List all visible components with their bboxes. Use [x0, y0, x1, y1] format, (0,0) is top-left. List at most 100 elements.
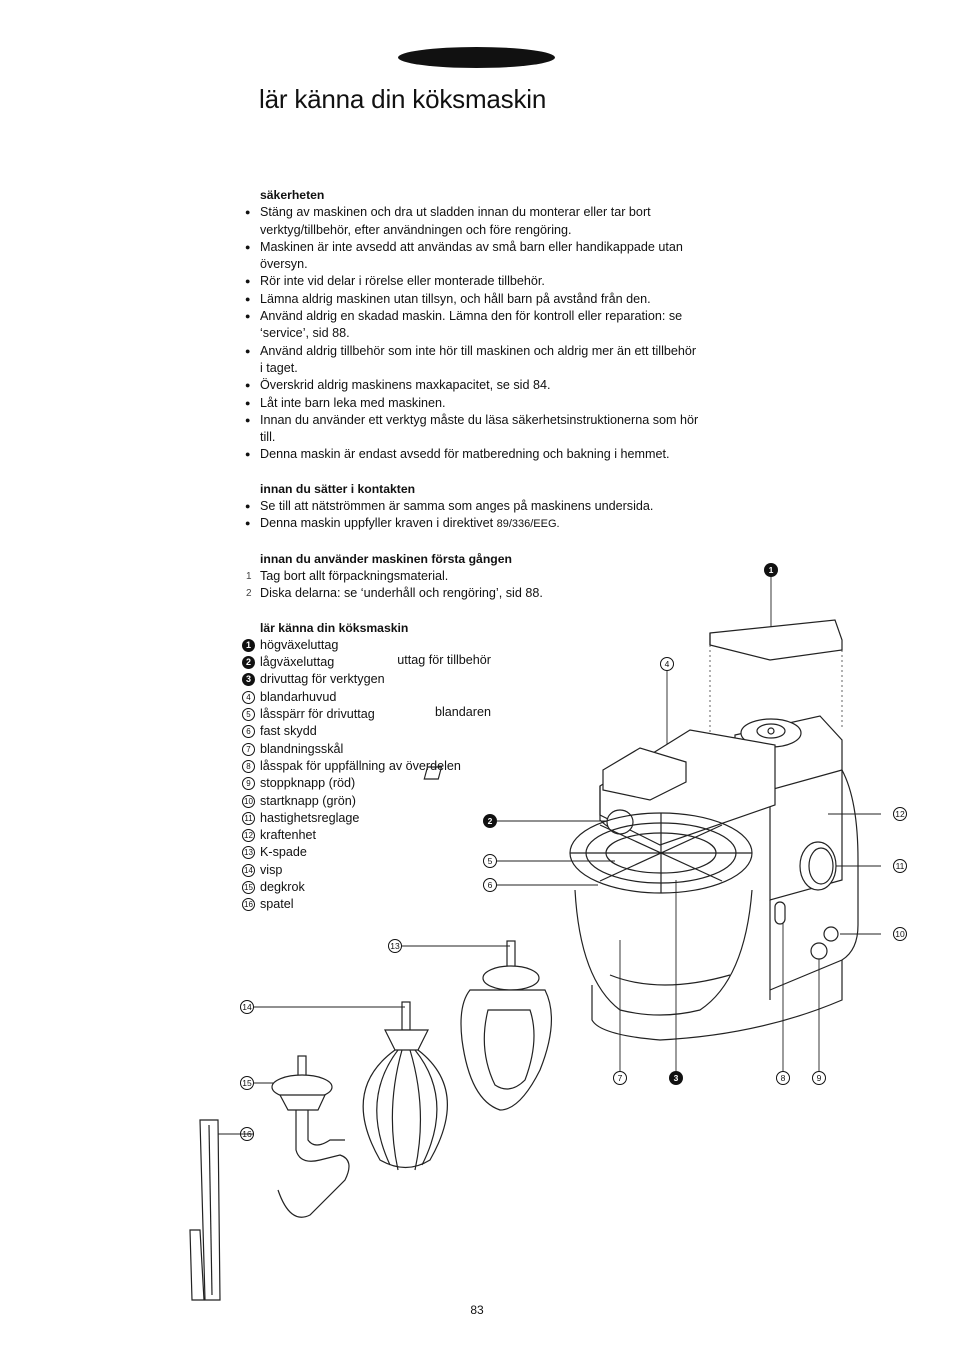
- outlet-cover: [709, 619, 843, 738]
- parts-list: 1 högväxeluttag 2 lågväxeluttag 3 drivuttag…: [242, 637, 700, 914]
- part-number-badge: 12: [242, 829, 255, 843]
- list-item: Använd aldrig en skadad maskin. Lämna de…: [245, 308, 700, 343]
- part-item: 3 drivuttag för verktygen: [242, 671, 700, 688]
- callout-9: 9: [812, 1071, 826, 1085]
- part-item: 7 blandningsskål: [242, 741, 700, 758]
- callout-15: 15: [240, 1076, 254, 1090]
- part-number-badge: 8: [242, 759, 255, 773]
- part-label: hastighetsreglage: [260, 810, 360, 825]
- part-label: degkrok: [260, 879, 305, 894]
- part-label: spatel: [260, 897, 294, 912]
- list-item: Denna maskin är endast avsedd för matber…: [245, 446, 700, 464]
- part-item: 8 låsspak för uppfällning av överdelen: [242, 758, 700, 775]
- k-beater: [460, 940, 552, 1111]
- callout-4: 4: [660, 657, 674, 671]
- callout-8: 8: [776, 1071, 790, 1085]
- callout-13: 13: [388, 939, 402, 953]
- part-item: 13 K-spade: [242, 844, 700, 861]
- list-item: Se till att nätströmmen är samma som ang…: [245, 498, 700, 516]
- list-item: Rör inte vid delar i rörelse eller monte…: [245, 273, 700, 291]
- part-number-badge: 1: [242, 638, 255, 652]
- part-number-badge: 11: [242, 811, 255, 825]
- step-text: Diska delarna: se ‘underhåll och rengöri…: [260, 586, 543, 601]
- step-text: Tag bort allt förpackningsmaterial.: [260, 568, 449, 583]
- part-number-badge: 5: [242, 708, 255, 722]
- callout-1: 1: [764, 563, 778, 577]
- part-item: 9 stoppknapp (röd): [242, 775, 700, 792]
- step-number: 1: [246, 570, 252, 582]
- page-number: 83: [470, 1303, 484, 1317]
- part-label: startknapp (grön): [260, 793, 356, 808]
- step-item: 1 Tag bort allt förpackningsmaterial.: [246, 568, 700, 585]
- group-label-outlets: uttag för tillbehör: [397, 653, 491, 667]
- part-item: 4 blandarhuvud: [242, 689, 700, 706]
- safety-list: Stäng av maskinen och dra ut sladden inn…: [245, 204, 700, 464]
- part-label: högväxeluttag: [260, 637, 339, 652]
- part-item: 11 hastighetsreglage: [242, 810, 700, 827]
- part-item: 1 högväxeluttag: [242, 637, 700, 654]
- callout-14: 14: [240, 1000, 254, 1014]
- part-label: visp: [260, 862, 283, 877]
- leader-lines: [216, 576, 881, 1135]
- part-item: 10 startknapp (grön): [242, 793, 700, 810]
- parts-heading: lär känna din köksmaskin: [260, 620, 409, 635]
- directive-code: 89/336/EEG.: [496, 518, 560, 531]
- part-item: 12 kraftenhet: [242, 827, 700, 844]
- part-label: fast skydd: [260, 724, 317, 739]
- spatula: [189, 1119, 221, 1301]
- mixing-bowl: [569, 812, 843, 1041]
- part-number-badge: 16: [242, 898, 255, 912]
- part-number-badge: 2: [242, 656, 255, 670]
- part-label: drivuttag för verktygen: [260, 672, 385, 687]
- callout-12: 12: [893, 807, 907, 821]
- header-pill: [398, 47, 555, 68]
- callout-10: 10: [893, 927, 907, 941]
- directive-text: Denna maskin uppfyller kraven i direktiv…: [260, 516, 494, 531]
- callout-16: 16: [240, 1127, 254, 1141]
- callout-7: 7: [613, 1071, 627, 1085]
- dough-hook: [271, 1055, 350, 1218]
- part-number-badge: 7: [242, 742, 255, 756]
- part-label: blandarhuvud: [260, 689, 337, 704]
- step-item: 2 Diska delarna: se ‘underhåll och rengör…: [246, 585, 700, 602]
- part-item: 15 degkrok: [242, 879, 700, 896]
- plugging-heading: innan du sätter i kontakten: [260, 481, 416, 496]
- part-number-badge: 14: [242, 863, 255, 877]
- callout-5: 5: [483, 854, 497, 868]
- step-number: 2: [246, 588, 252, 600]
- whisk: [362, 1001, 448, 1171]
- part-label: stoppknapp (röd): [260, 776, 356, 791]
- part-item: 14 visp: [242, 862, 700, 879]
- list-item: Innan du använder ett verktyg måste du l…: [245, 412, 700, 447]
- list-item: Överskrid aldrig maskinens maxkapacitet,…: [245, 377, 700, 395]
- part-number-badge: 4: [242, 690, 255, 704]
- part-label: K-spade: [260, 845, 307, 860]
- part-number-badge: 10: [242, 794, 255, 808]
- part-label: låsspärr för drivuttag: [260, 707, 375, 722]
- first-use-heading: innan du använder maskinen första gången: [260, 551, 512, 566]
- part-number-badge: 13: [242, 846, 255, 860]
- callout-3: 3: [669, 1071, 683, 1085]
- first-use-steps: 1 Tag bort allt förpackningsmaterial. 2 Di…: [246, 568, 700, 603]
- list-item: Använd aldrig tillbehör som inte hör til…: [245, 343, 700, 378]
- callout-11: 11: [893, 859, 907, 873]
- part-label: låsspak för uppfällning av överdelen: [260, 758, 461, 773]
- part-number-badge: 9: [242, 777, 255, 791]
- part-number-badge: 15: [242, 880, 255, 894]
- part-label: blandningsskål: [260, 741, 344, 756]
- list-item: Lämna aldrig maskinen utan tillsyn, och …: [245, 291, 700, 309]
- part-number-badge: 3: [242, 673, 255, 687]
- callout-6: 6: [483, 878, 497, 892]
- list-item: Maskinen är inte avsedd att användas av …: [245, 239, 700, 274]
- part-item: 5 låsspärr för drivuttag: [242, 706, 700, 723]
- text-column: säkerheten Stäng av maskinen och dra ut …: [242, 187, 700, 914]
- plugging-list: Se till att nätströmmen är samma som ang…: [245, 498, 700, 534]
- part-label: kraftenhet: [260, 828, 317, 843]
- group-label-mixer: blandaren: [434, 705, 491, 719]
- callout-2: 2: [483, 814, 497, 828]
- part-item: 16 spatel: [242, 896, 700, 913]
- part-label: lågväxeluttag: [260, 655, 335, 670]
- list-item: Stäng av maskinen och dra ut sladden inn…: [245, 204, 700, 239]
- safety-heading: säkerheten: [260, 188, 325, 202]
